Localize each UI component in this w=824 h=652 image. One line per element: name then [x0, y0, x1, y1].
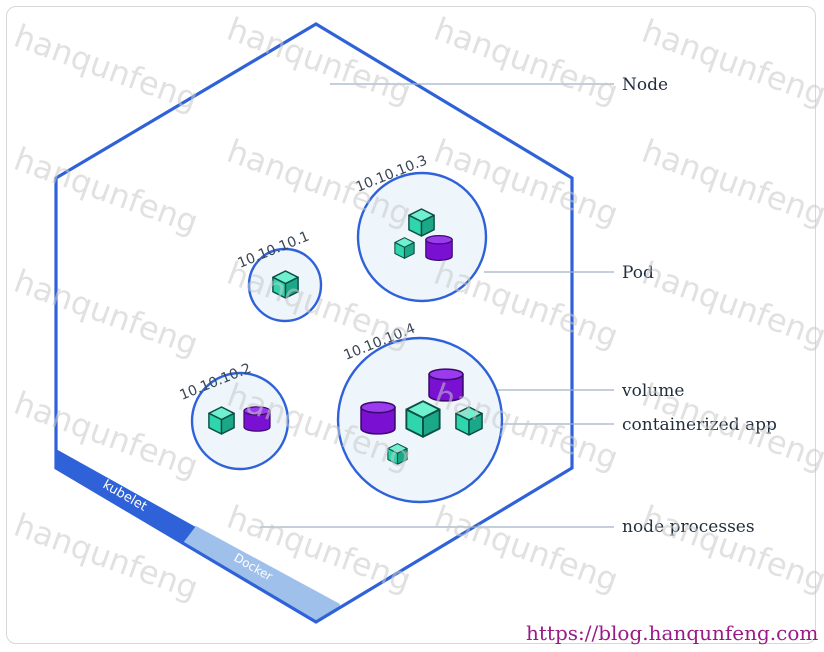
watermark-text: hanqunfeng — [9, 17, 203, 119]
container-cube-icon — [408, 208, 435, 237]
containerized-app-label: containerized app — [622, 415, 777, 435]
watermark-text: hanqunfeng — [637, 498, 824, 600]
volume-label: volume — [621, 381, 684, 401]
blog-url: https://blog.hanqunfeng.com — [526, 621, 818, 645]
node-label: Node — [622, 75, 668, 95]
watermark-text: hanqunfeng — [9, 140, 203, 242]
pod-circle — [190, 371, 290, 471]
image-frame — [6, 6, 816, 644]
node-processes-label: node processes — [622, 517, 755, 537]
watermark-text: hanqunfeng — [429, 498, 623, 600]
watermark-text: hanqunfeng — [637, 12, 824, 114]
watermark-text: hanqunfeng — [637, 132, 824, 234]
watermark-text: hanqunfeng — [429, 10, 623, 112]
leader-lines — [260, 83, 614, 528]
pod-10-10-10-4: 10.10.10.4 — [336, 320, 504, 504]
watermark-layer: hanqunfeng hanqunfeng hanqunfeng hanqunf… — [9, 10, 824, 608]
node-hexagon — [54, 22, 574, 624]
pod-10-10-10-2: 10.10.10.2 — [178, 361, 290, 471]
watermark-text: hanqunfeng — [637, 254, 824, 356]
pod-circle — [356, 171, 488, 303]
watermark-text: hanqunfeng — [9, 384, 203, 486]
watermark-text: hanqunfeng — [429, 254, 623, 356]
watermark-text: hanqunfeng — [9, 262, 203, 364]
container-cube-icon — [394, 237, 415, 259]
pod-label: Pod — [622, 263, 654, 283]
